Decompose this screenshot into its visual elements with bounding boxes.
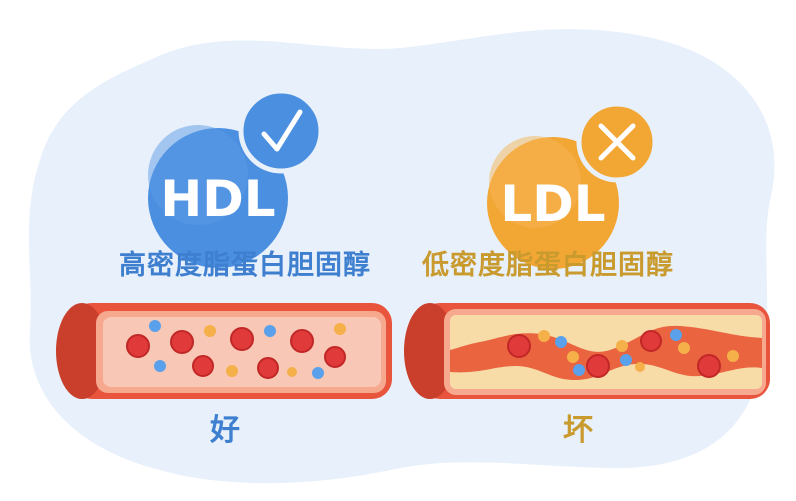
red-blood-cell xyxy=(192,355,214,377)
clogged-yellow-cells xyxy=(538,330,739,372)
hdl-particle xyxy=(620,354,632,366)
red-blood-cell xyxy=(324,346,346,368)
good-verdict: 好 xyxy=(210,413,240,448)
clogged-vessel-end xyxy=(404,303,456,399)
red-blood-cell xyxy=(290,329,314,353)
cholesterol-particle xyxy=(226,365,238,377)
hdl-particle xyxy=(573,364,585,376)
ldl-acronym: LDL xyxy=(500,175,605,233)
cholesterol-particle xyxy=(287,367,297,377)
red-blood-cell xyxy=(257,357,279,379)
plaque-top xyxy=(450,315,762,352)
check-icon xyxy=(261,109,303,152)
ldl-circle-highlight xyxy=(489,136,581,228)
cholesterol-particle xyxy=(678,342,690,354)
ldl-full-name: 低密度脂蛋白胆固醇 xyxy=(422,250,674,281)
bad-verdict: 坏 xyxy=(563,413,593,448)
healthy-vessel xyxy=(56,303,392,399)
hdl-particle xyxy=(149,320,161,332)
hdl-badge xyxy=(238,88,324,174)
hdl-full-name: 高密度脂蛋白胆固醇 xyxy=(119,250,371,281)
cholesterol-particle xyxy=(727,350,739,362)
clogged-red-cells xyxy=(507,330,721,378)
red-blood-cell xyxy=(697,354,721,378)
ldl-molecule: LDL xyxy=(487,101,658,269)
hdl-particle xyxy=(670,329,682,341)
hdl-particle xyxy=(154,360,166,372)
cholesterol-particle xyxy=(204,325,216,337)
clogged-vessel xyxy=(404,303,770,399)
hdl-particle xyxy=(312,367,324,379)
red-blood-cell xyxy=(507,334,531,358)
red-blood-cell xyxy=(170,330,194,354)
cholesterol-particle xyxy=(334,323,346,335)
red-blood-cell xyxy=(586,354,610,378)
hdl-circle-highlight xyxy=(148,125,248,225)
cholesterol-particle xyxy=(538,330,550,342)
healthy-vessel-end xyxy=(56,303,108,399)
healthy-yellow-cells xyxy=(204,323,346,377)
healthy-red-cells xyxy=(126,327,346,379)
hdl-particle xyxy=(264,325,276,337)
cholesterol-particle xyxy=(567,351,579,363)
hdl-particle xyxy=(555,336,567,348)
healthy-blue-cells xyxy=(149,320,324,379)
red-blood-cell xyxy=(640,330,662,352)
clogged-blue-cells xyxy=(555,329,682,376)
red-blood-cell xyxy=(230,327,254,351)
red-blood-cell xyxy=(126,334,150,358)
plaque-bottom xyxy=(450,363,762,389)
cholesterol-particle xyxy=(616,340,628,352)
hdl-molecule: HDL xyxy=(148,88,324,268)
hdl-acronym: HDL xyxy=(160,170,275,228)
cholesterol-particle xyxy=(635,362,645,372)
cross-icon xyxy=(598,123,636,161)
